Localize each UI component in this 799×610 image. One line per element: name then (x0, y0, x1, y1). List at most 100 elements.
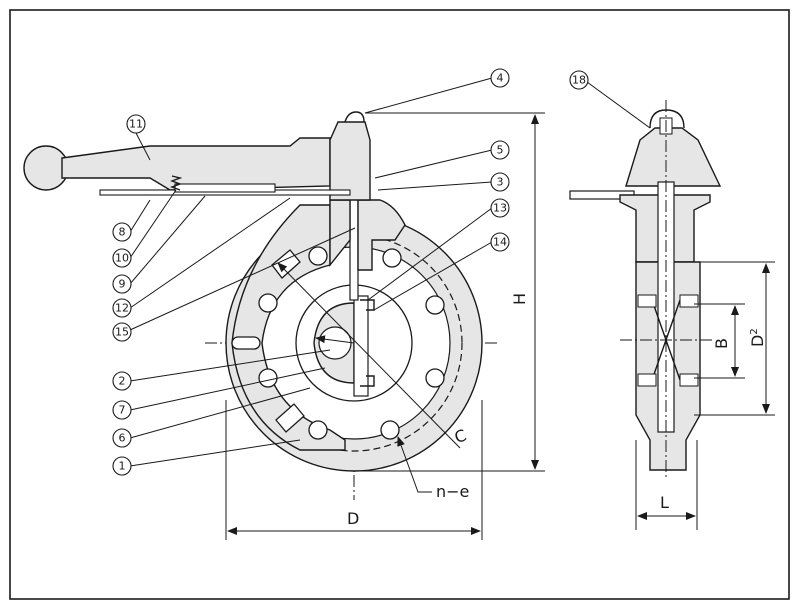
callout-9: 9 (112, 274, 132, 294)
bolt-circle-diameter-line (277, 262, 461, 449)
spring (170, 175, 183, 191)
callout-markers: 4 5 3 13 14 11 8 10 9 12 15 2 7 6 1 18 (112, 68, 589, 476)
dim-l-label: L (660, 493, 669, 512)
callout-1: 1 (112, 456, 132, 476)
callout-circle (112, 298, 132, 318)
callout-18: 18 (569, 70, 589, 90)
lock-plate (174, 183, 276, 193)
callout-number: 2 (119, 375, 126, 388)
callout-circle (490, 232, 510, 252)
dim-ne-label: n−e (436, 482, 469, 501)
side-seat-br (679, 373, 699, 387)
seat-ring-upper (360, 299, 375, 311)
dim-h-label: H (510, 293, 529, 305)
leader-4 (364, 77, 493, 114)
callout-number: 7 (119, 404, 126, 417)
leader-15 (129, 227, 356, 331)
side-bonnet (625, 127, 722, 187)
callout-number: 10 (115, 252, 129, 265)
callout-circle (569, 70, 589, 90)
callout-circle (112, 248, 132, 268)
callout-number: 1 (119, 460, 126, 473)
callout-3: 3 (490, 172, 510, 192)
dim-d2-sub: 2 (749, 328, 760, 334)
callout-circle (112, 322, 132, 342)
bolt-holes (258, 246, 445, 440)
callout-13: 13 (490, 198, 510, 218)
callout-number: 13 (493, 202, 507, 215)
callout-8: 8 (112, 222, 132, 242)
side-dimensions (635, 261, 775, 530)
callout-number: 9 (119, 278, 126, 291)
dim-d2-main: D (748, 335, 767, 347)
dim-c-label: C (452, 425, 469, 447)
callout-circle (112, 371, 132, 391)
callout-number: 12 (115, 302, 129, 315)
leader-14 (373, 241, 493, 311)
actuator-cap (329, 121, 371, 201)
callout-5: 5 (490, 140, 510, 160)
callout-11: 11 (126, 114, 146, 134)
valve-neck-right (357, 199, 406, 271)
callout-12: 12 (112, 298, 132, 318)
leader-1 (129, 439, 301, 467)
callout-10: 10 (112, 248, 132, 268)
lever-handle-assembly (23, 111, 371, 201)
side-seat-tr (679, 294, 699, 308)
seat-ring-lower (360, 375, 375, 387)
dim-b-label: B (712, 338, 731, 349)
leader-11 (135, 132, 151, 161)
leader-18 (586, 81, 651, 129)
callout-circle (112, 428, 132, 448)
leader-6 (129, 387, 311, 439)
side-seat-bl (637, 373, 657, 387)
leader-9 (129, 195, 206, 285)
drawing-frame (9, 9, 790, 600)
callout-circle (126, 114, 146, 134)
callout-6: 6 (112, 428, 132, 448)
callout-number: 11 (129, 118, 143, 131)
bore-radius-arrow (315, 335, 355, 344)
ne-leader (397, 436, 432, 493)
bolt-hole (382, 248, 402, 268)
callout-number: 4 (497, 72, 504, 85)
leader-5 (374, 149, 493, 179)
front-view (205, 149, 500, 500)
callout-number: 5 (497, 144, 504, 157)
leader-3 (377, 181, 493, 191)
bolt-hole (380, 420, 400, 440)
callout-circle (112, 222, 132, 242)
callout-14: 14 (490, 232, 510, 252)
callout-number: 3 (497, 176, 504, 189)
callout-number: 6 (119, 432, 126, 445)
bolt-hole (425, 295, 445, 315)
callout-2: 2 (112, 371, 132, 391)
callout-number: 18 (572, 74, 586, 87)
seat-liner (353, 295, 369, 397)
callout-circle (490, 140, 510, 160)
callout-circle (112, 456, 132, 476)
side-seat-tl (637, 294, 657, 308)
bolt-hole (425, 368, 445, 388)
callout-number: 8 (119, 226, 126, 239)
callout-circle (490, 68, 510, 88)
handle-lever (61, 137, 331, 191)
dim-d-label: D (347, 509, 359, 528)
leader-13 (367, 207, 493, 301)
bolt-slot-lower (275, 403, 305, 433)
callout-number: 15 (115, 326, 129, 339)
callout-circle (112, 400, 132, 420)
callout-circle (112, 274, 132, 294)
bolt-hole (308, 246, 328, 266)
callout-7: 7 (112, 400, 132, 420)
front-dimensions (225, 112, 545, 540)
callout-circle (490, 172, 510, 192)
dim-d2-label: D2 (748, 328, 767, 347)
bolt-slot-left (231, 336, 261, 350)
bolt-hole (258, 293, 278, 313)
leader-8 (129, 199, 151, 233)
leader-7 (129, 367, 326, 411)
callout-leaders (129, 77, 651, 467)
